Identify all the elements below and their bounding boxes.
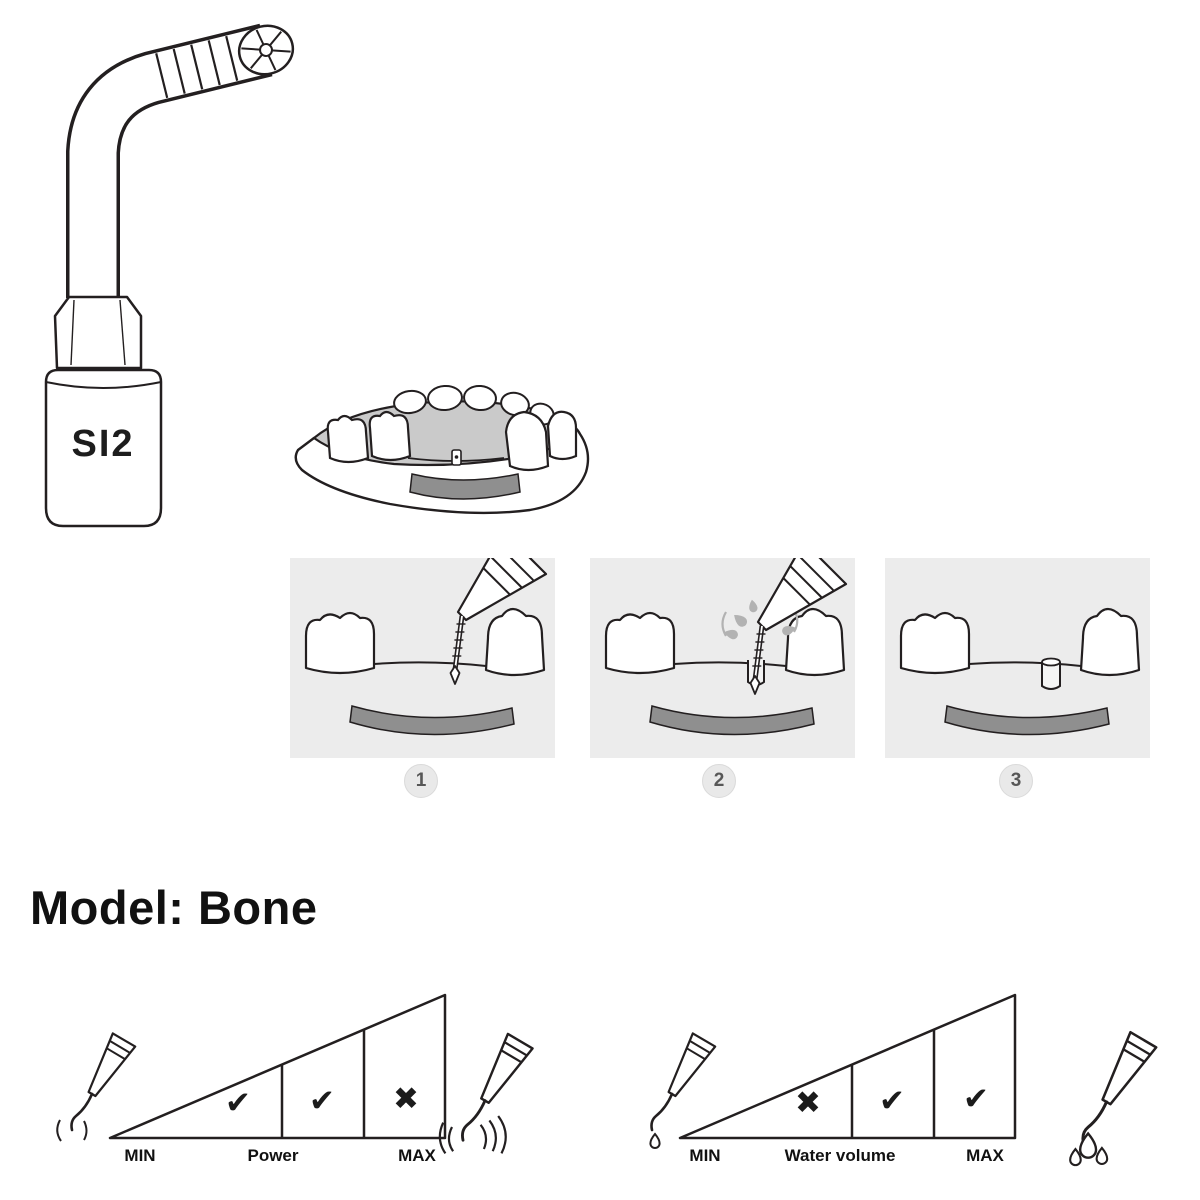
tip-thread-stripes bbox=[155, 35, 239, 99]
water-min-label: MIN bbox=[689, 1146, 721, 1165]
procedure-step-1-panel bbox=[290, 558, 555, 758]
water-name-label: Water volume bbox=[784, 1146, 896, 1165]
model-title: Model: Bone bbox=[30, 881, 318, 934]
water-cell-1-cross-icon: ✖ bbox=[795, 1085, 821, 1121]
power-max-label: MAX bbox=[398, 1146, 436, 1165]
water-flow-scaler-icon bbox=[1069, 1030, 1158, 1167]
near-right-teeth bbox=[504, 410, 578, 472]
step-3-badge: 3 bbox=[999, 764, 1033, 798]
power-min-label: MIN bbox=[124, 1146, 156, 1165]
scaler-tip-illustration bbox=[44, 23, 295, 528]
water-cell-2-check-icon: ✔ bbox=[879, 1083, 905, 1119]
power-name-label: Power bbox=[247, 1146, 299, 1165]
power-cell-1-check-icon: ✔ bbox=[225, 1085, 251, 1121]
tip-connector-nut bbox=[53, 295, 143, 370]
bone-graft-band bbox=[409, 473, 521, 500]
power-cell-3-cross-icon: ✖ bbox=[393, 1081, 419, 1117]
tip-end-cap bbox=[237, 24, 295, 76]
procedure-step-3-panel bbox=[885, 558, 1150, 758]
step-1-badge: 1 bbox=[404, 764, 438, 798]
tip-model-label: SI2 bbox=[71, 423, 135, 465]
water-max-label: MAX bbox=[966, 1146, 1004, 1165]
power-min-scaler-icon bbox=[56, 1032, 137, 1142]
implant-site-marker bbox=[451, 449, 462, 466]
near-left-molars bbox=[326, 410, 412, 464]
jaw-illustration bbox=[294, 384, 590, 515]
prepared-implant-site-icon bbox=[1041, 657, 1061, 690]
power-cell-2-check-icon: ✔ bbox=[309, 1083, 335, 1119]
tip-base-cylinder bbox=[44, 368, 163, 528]
procedure-step-2-panel bbox=[590, 558, 855, 758]
power-vibration-scaler-icon bbox=[438, 1032, 534, 1155]
step-2-badge: 2 bbox=[702, 764, 736, 798]
water-cell-3-check-icon: ✔ bbox=[963, 1081, 989, 1117]
